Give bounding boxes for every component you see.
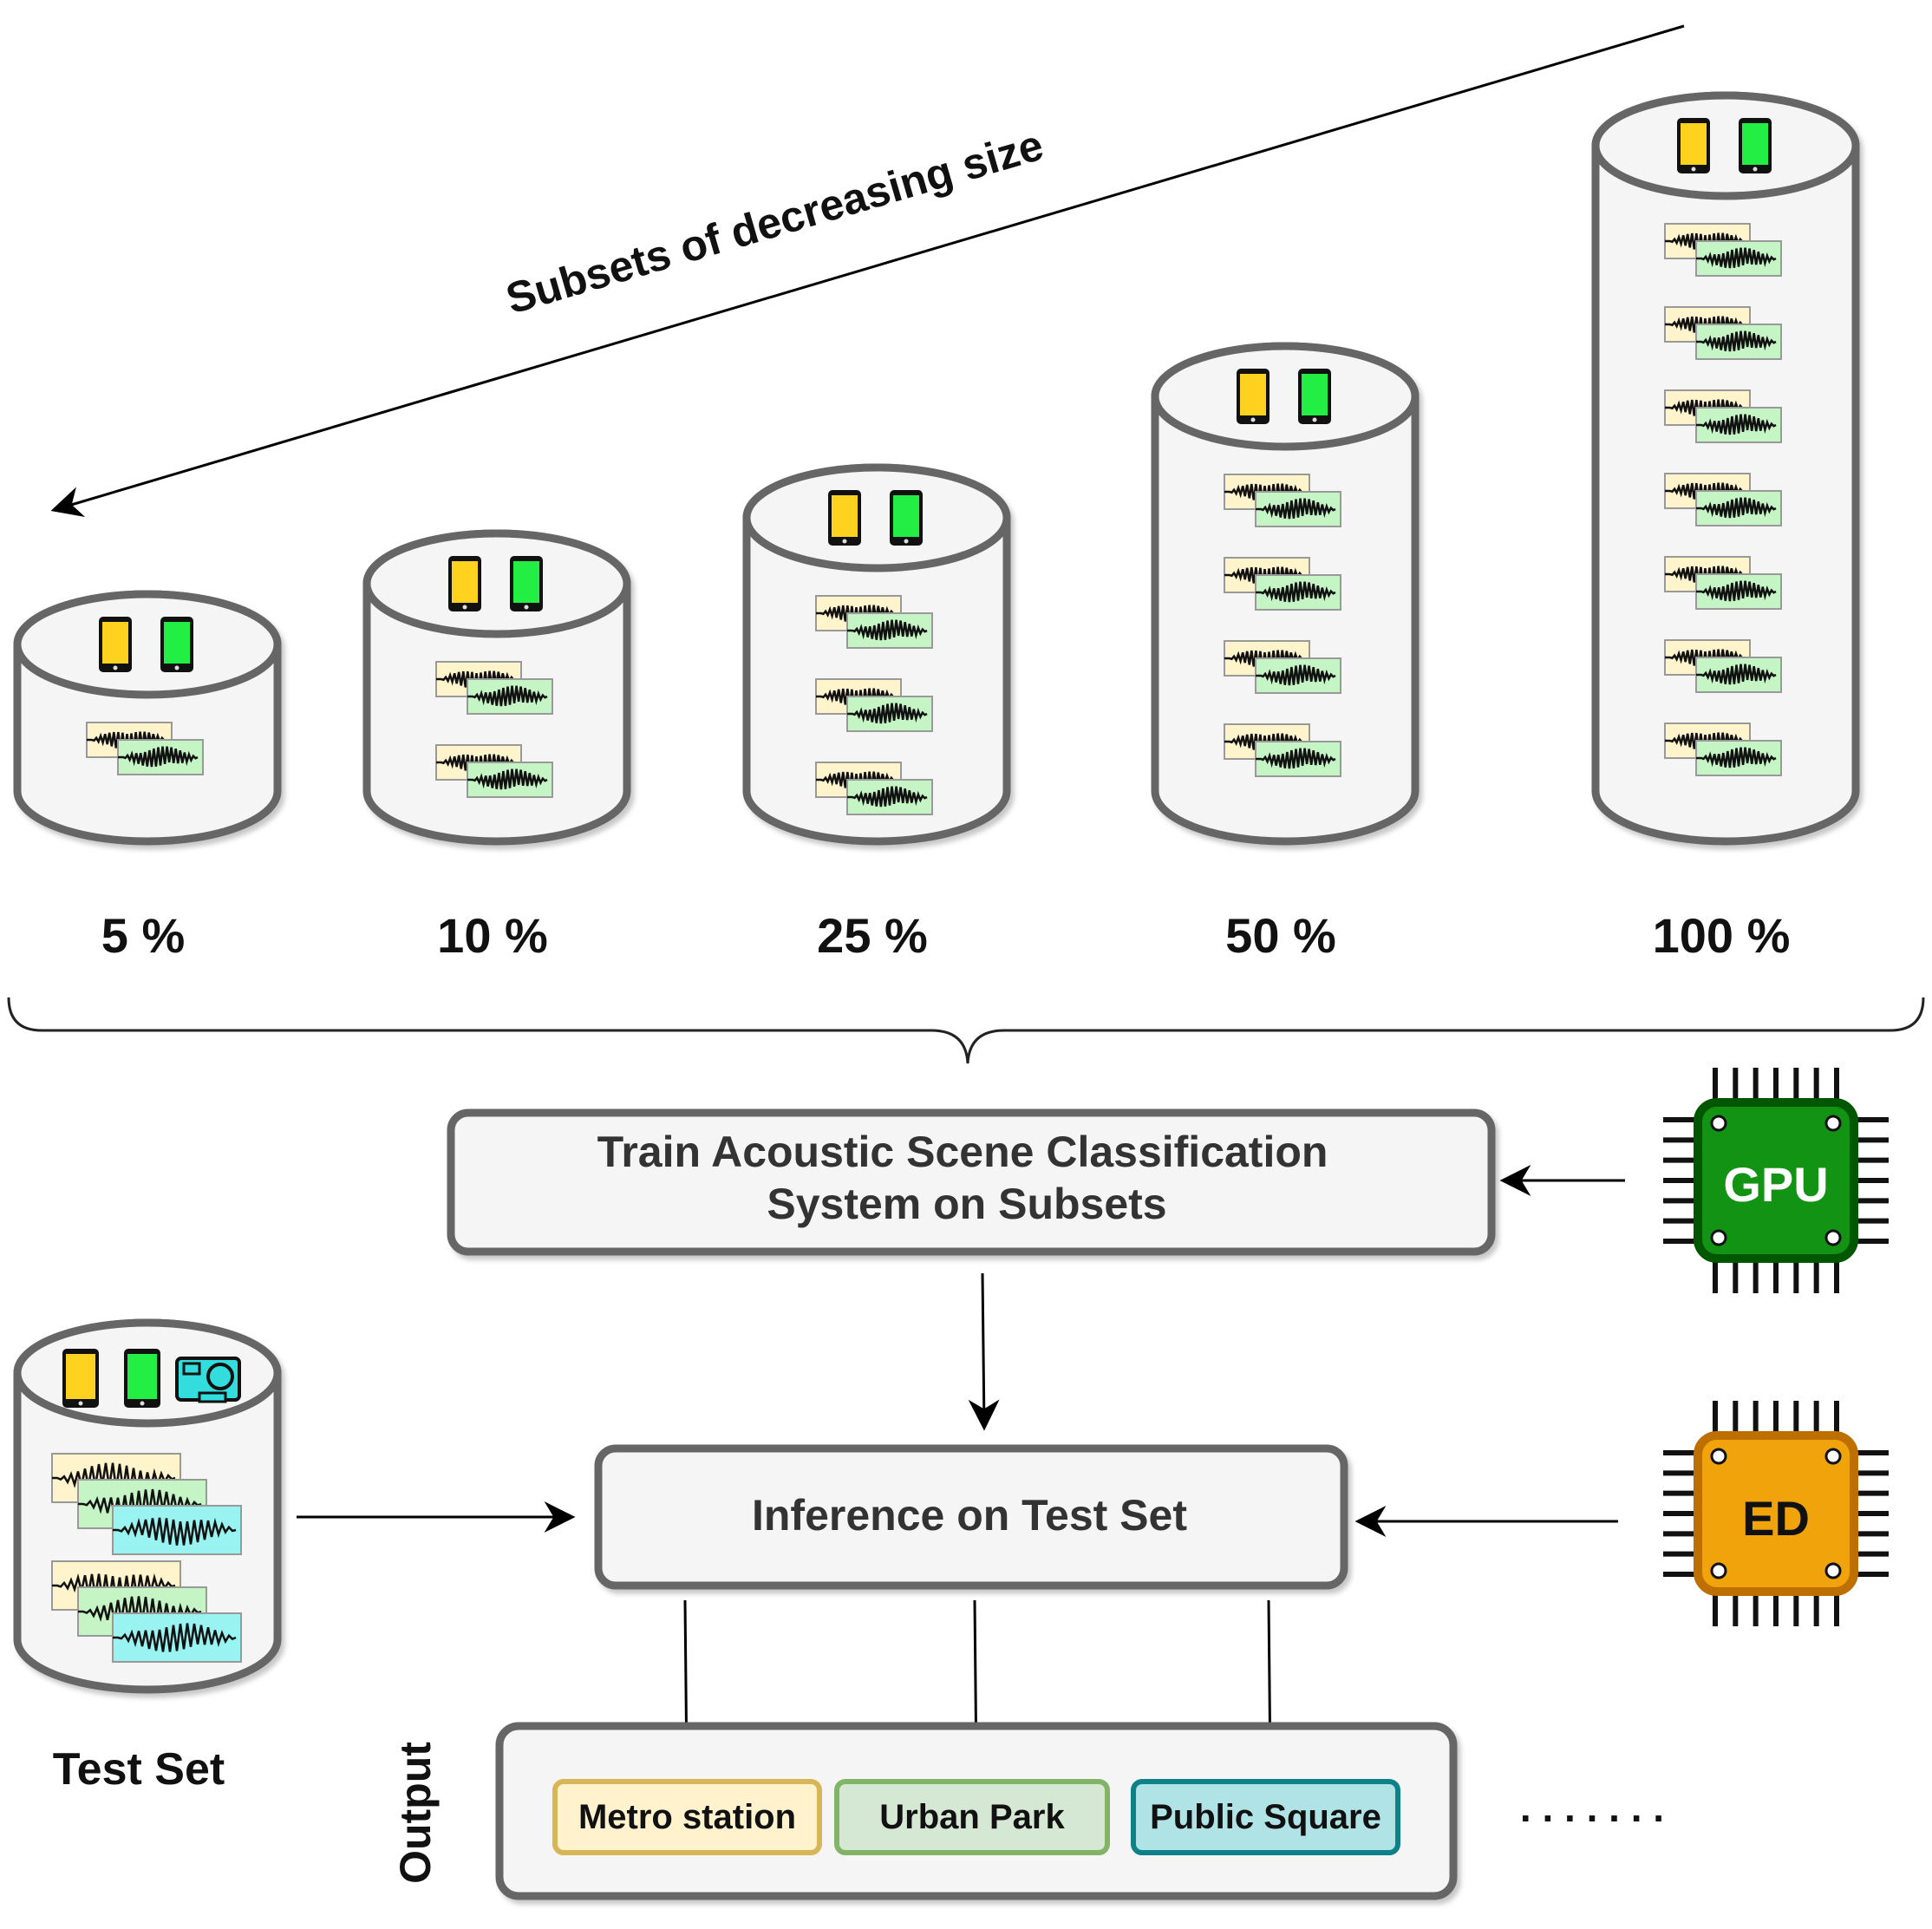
ed-label: ED (1742, 1491, 1810, 1546)
output-class-tag (552, 1779, 822, 1855)
train-box-line1: Train Acoustic Scene Classification (597, 1128, 1328, 1176)
phone-green-icon (510, 556, 543, 611)
train-box (447, 1108, 1496, 1256)
audio-clip-icon (112, 1505, 242, 1555)
subsets-brace (7, 997, 1925, 1064)
phone-green-icon (1739, 118, 1772, 173)
phone-yellow-icon (62, 1349, 99, 1408)
phone-yellow-icon (1237, 369, 1270, 424)
phone-green-icon (1298, 369, 1331, 424)
inference-box-label: Inference on Test Set (752, 1491, 1187, 1540)
audio-clip-icon (112, 1612, 242, 1663)
phone-yellow-icon (448, 556, 481, 611)
phone-green-icon (160, 617, 193, 672)
subset-cylinder-2 (362, 529, 631, 846)
output-class-tag (1131, 1779, 1400, 1855)
gpu-chip-icon (1663, 1068, 1889, 1293)
output-ellipsis: . . . . . . . (1520, 1785, 1664, 1830)
subset-label: 25 % (817, 908, 928, 963)
phone-green-icon (124, 1349, 160, 1408)
output-class-tag (834, 1779, 1110, 1855)
test-set-label: Test Set (53, 1744, 225, 1795)
subset-label: 5 % (101, 908, 186, 963)
subset-cylinder-4 (1151, 342, 1420, 846)
subset-cylinder-1 (13, 590, 282, 846)
action-camera-icon (175, 1357, 241, 1403)
train-box-line2: System on Subsets (767, 1180, 1166, 1228)
subset-cylinder-5 (1591, 91, 1860, 846)
output-classes: Metro station Urban Park Public Square (552, 1779, 1400, 1855)
subset-label: 100 % (1653, 908, 1791, 963)
output-class-label: Urban Park (879, 1798, 1065, 1836)
phone-yellow-icon (828, 490, 861, 546)
phone-yellow-icon (1677, 118, 1710, 173)
output-label: Output (391, 1742, 440, 1884)
subset-label: 10 % (437, 908, 548, 963)
subset-cylinder-3 (742, 463, 1011, 846)
test-set-cylinder (13, 1318, 282, 1694)
decreasing-size-arrow (50, 24, 1685, 518)
subset-cylinders: 5 % 10 % 25 % 50 % 100 % (13, 91, 1860, 963)
arrow-train-to-inference (968, 1272, 1000, 1431)
phone-green-icon (890, 490, 923, 546)
gpu-label: GPU (1723, 1157, 1828, 1212)
output-class-label: Public Square (1150, 1798, 1381, 1836)
edge-device-chip-icon (1663, 1401, 1889, 1626)
subset-label: 50 % (1225, 908, 1336, 963)
decreasing-size-label: Subsets of decreasing size (500, 121, 1048, 324)
output-class-label: Metro station (578, 1798, 796, 1836)
inference-box (594, 1444, 1348, 1590)
phone-yellow-icon (99, 617, 132, 672)
